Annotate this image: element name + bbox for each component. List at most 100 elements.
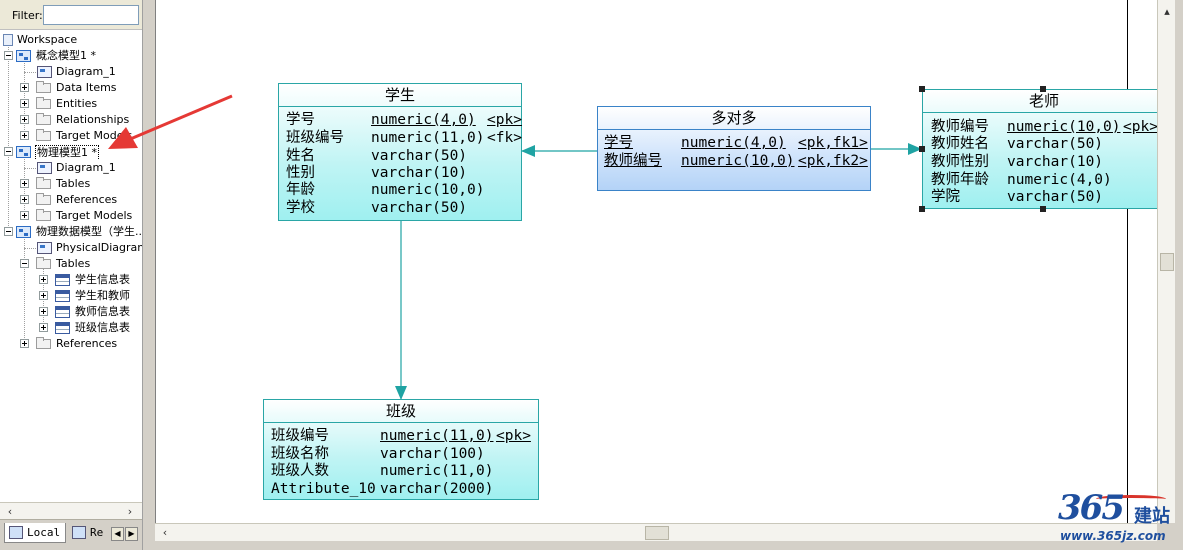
filter-label: Filter: [12,9,43,22]
expand-icon[interactable] [20,115,29,124]
selection-handle[interactable] [1040,206,1046,212]
expand-icon[interactable] [39,275,48,284]
tree-item-label: Target Models [56,129,133,142]
diagram-vertical-scrollbar[interactable]: ▴ [1157,0,1175,523]
entity-attribute-row: 班级名称 varchar(100) [271,445,539,463]
collapse-icon[interactable] [4,147,13,156]
attribute-type: numeric(11,0) [371,130,485,146]
tree-horizontal-scrollbar[interactable]: ‹ › [0,502,142,519]
filter-input[interactable] [43,5,139,25]
attribute-type: varchar(50) [1007,136,1104,152]
tree-item-relationships[interactable]: Relationships [0,112,142,128]
selection-handle[interactable] [1040,86,1046,92]
annotation-arrowhead-icon [108,127,138,149]
attribute-name: 教师年龄 [931,172,989,188]
tree-item-conceptual-model[interactable]: 概念模型1 * [0,48,142,64]
attribute-name: 教师性别 [931,154,989,170]
tree-item-diagram[interactable]: Diagram_1 [0,160,142,176]
entity-title: 学生 [279,84,521,107]
tree-item-physical-model[interactable]: 物理模型1 * [0,144,142,160]
entity-attribute-row: 教师姓名 varchar(50) [931,135,1157,153]
collapse-icon[interactable] [4,51,13,60]
entity-attribute-row: 班级人数 numeric(11,0) [271,462,539,480]
attribute-key: <pk,fk1> [798,135,868,151]
expand-icon[interactable] [20,195,29,204]
tab-repository[interactable]: Re [68,523,108,543]
attribute-name: 班级名称 [271,446,329,462]
tree-item-references[interactable]: References [0,336,142,352]
tree-item-label: Relationships [56,113,130,126]
entity-attribute-row: 学院 varchar(50) [931,188,1157,206]
tab-prev-icon[interactable]: ◀ [111,527,124,541]
entity-title: 班级 [264,400,538,423]
entity-class[interactable]: 班级 班级编号 numeric(11,0) <pk> 班级名称 varchar(… [263,399,539,500]
tree-item-table[interactable]: 教师信息表 [0,304,142,320]
tree-item-table[interactable]: 学生信息表 [0,272,142,288]
attribute-type: numeric(10,0) [371,182,485,198]
expand-icon[interactable] [20,179,29,188]
tree-item-label: 学生和教师 [75,289,130,302]
tree-item-table[interactable]: 学生和教师 [0,288,142,304]
tree-item-label: Diagram_1 [56,161,116,174]
expand-icon[interactable] [20,83,29,92]
tree-item-label: Tables [56,177,91,190]
scroll-right-icon[interactable]: › [127,505,133,518]
attribute-type: numeric(11,0) [380,463,494,479]
expand-icon[interactable] [39,307,48,316]
collapse-icon[interactable] [4,227,13,236]
tree-item-physical-data-model[interactable]: 物理数据模型（学生... [0,224,142,240]
folder-icon [36,209,51,221]
tree-item-table[interactable]: 班级信息表 [0,320,142,336]
tree-item-label: 教师信息表 [75,305,130,318]
tab-next-icon[interactable]: ▶ [125,527,138,541]
expand-icon[interactable] [39,323,48,332]
collapse-icon[interactable] [20,259,29,268]
attribute-name: 年龄 [286,182,315,198]
scroll-left-icon[interactable]: ‹ [7,505,13,518]
expand-icon[interactable] [20,211,29,220]
entity-attribute-row: 姓名 varchar(50) [286,147,522,165]
tree-item-workspace[interactable]: Workspace [0,32,142,48]
tree-item-target-models[interactable]: Target Models [0,208,142,224]
tab-local[interactable]: Local [4,523,66,543]
entity-many-to-many[interactable]: 多对多 学号 numeric(4,0) <pk,fk1> 教师编号 numeri… [597,106,871,191]
entity-teacher[interactable]: 老师 教师编号 numeric(10,0) <pk> 教师姓名 varchar(… [922,89,1165,209]
repository-icon [72,526,86,539]
tree-item-references[interactable]: References [0,192,142,208]
tree-item-label: PhysicalDiagram_1 [56,241,142,254]
scroll-up-icon[interactable]: ▴ [1164,5,1170,18]
entity-attribute-row: 学校 varchar(50) [286,199,522,217]
attribute-type: numeric(4,0) [681,135,786,151]
diagram-icon [37,66,52,78]
attribute-type: varchar(100) [380,446,485,462]
attribute-name: 教师编号 [931,119,989,135]
tree-item-physical-diagram[interactable]: PhysicalDiagram_1 [0,240,142,256]
attribute-name: 教师编号 [604,153,662,169]
model-icon [16,226,31,238]
entity-title: 老师 [923,90,1165,113]
tree-item-label: 物理模型1 * [35,145,99,160]
scroll-thumb[interactable] [645,526,669,540]
tree-item-data-items[interactable]: Data Items [0,80,142,96]
tree-item-entities[interactable]: Entities [0,96,142,112]
tree-item-tables[interactable]: Tables [0,176,142,192]
attribute-type: numeric(10,0) [681,153,795,169]
tree-item-target-models[interactable]: Target Models [0,128,142,144]
scroll-left-icon[interactable]: ‹ [162,526,168,539]
selection-handle[interactable] [919,146,925,152]
bottom-tab-bar: Local Re ◀ ▶ [0,519,142,550]
tree-item-tables[interactable]: Tables [0,256,142,272]
expand-icon[interactable] [20,99,29,108]
selection-handle[interactable] [919,86,925,92]
attribute-name: Attribute_10 [271,481,376,497]
expand-icon[interactable] [20,339,29,348]
expand-icon[interactable] [20,131,29,140]
selection-handle[interactable] [919,206,925,212]
folder-icon [36,193,51,205]
tree-item-diagram[interactable]: Diagram_1 [0,64,142,80]
scroll-thumb[interactable] [1160,253,1174,271]
entity-student[interactable]: 学生 学号 numeric(4,0) <pk> 班级编号 numeric(11,… [278,83,522,221]
attribute-name: 学院 [931,189,960,205]
expand-icon[interactable] [39,291,48,300]
diagram-horizontal-scrollbar[interactable]: ‹ [155,523,1157,541]
